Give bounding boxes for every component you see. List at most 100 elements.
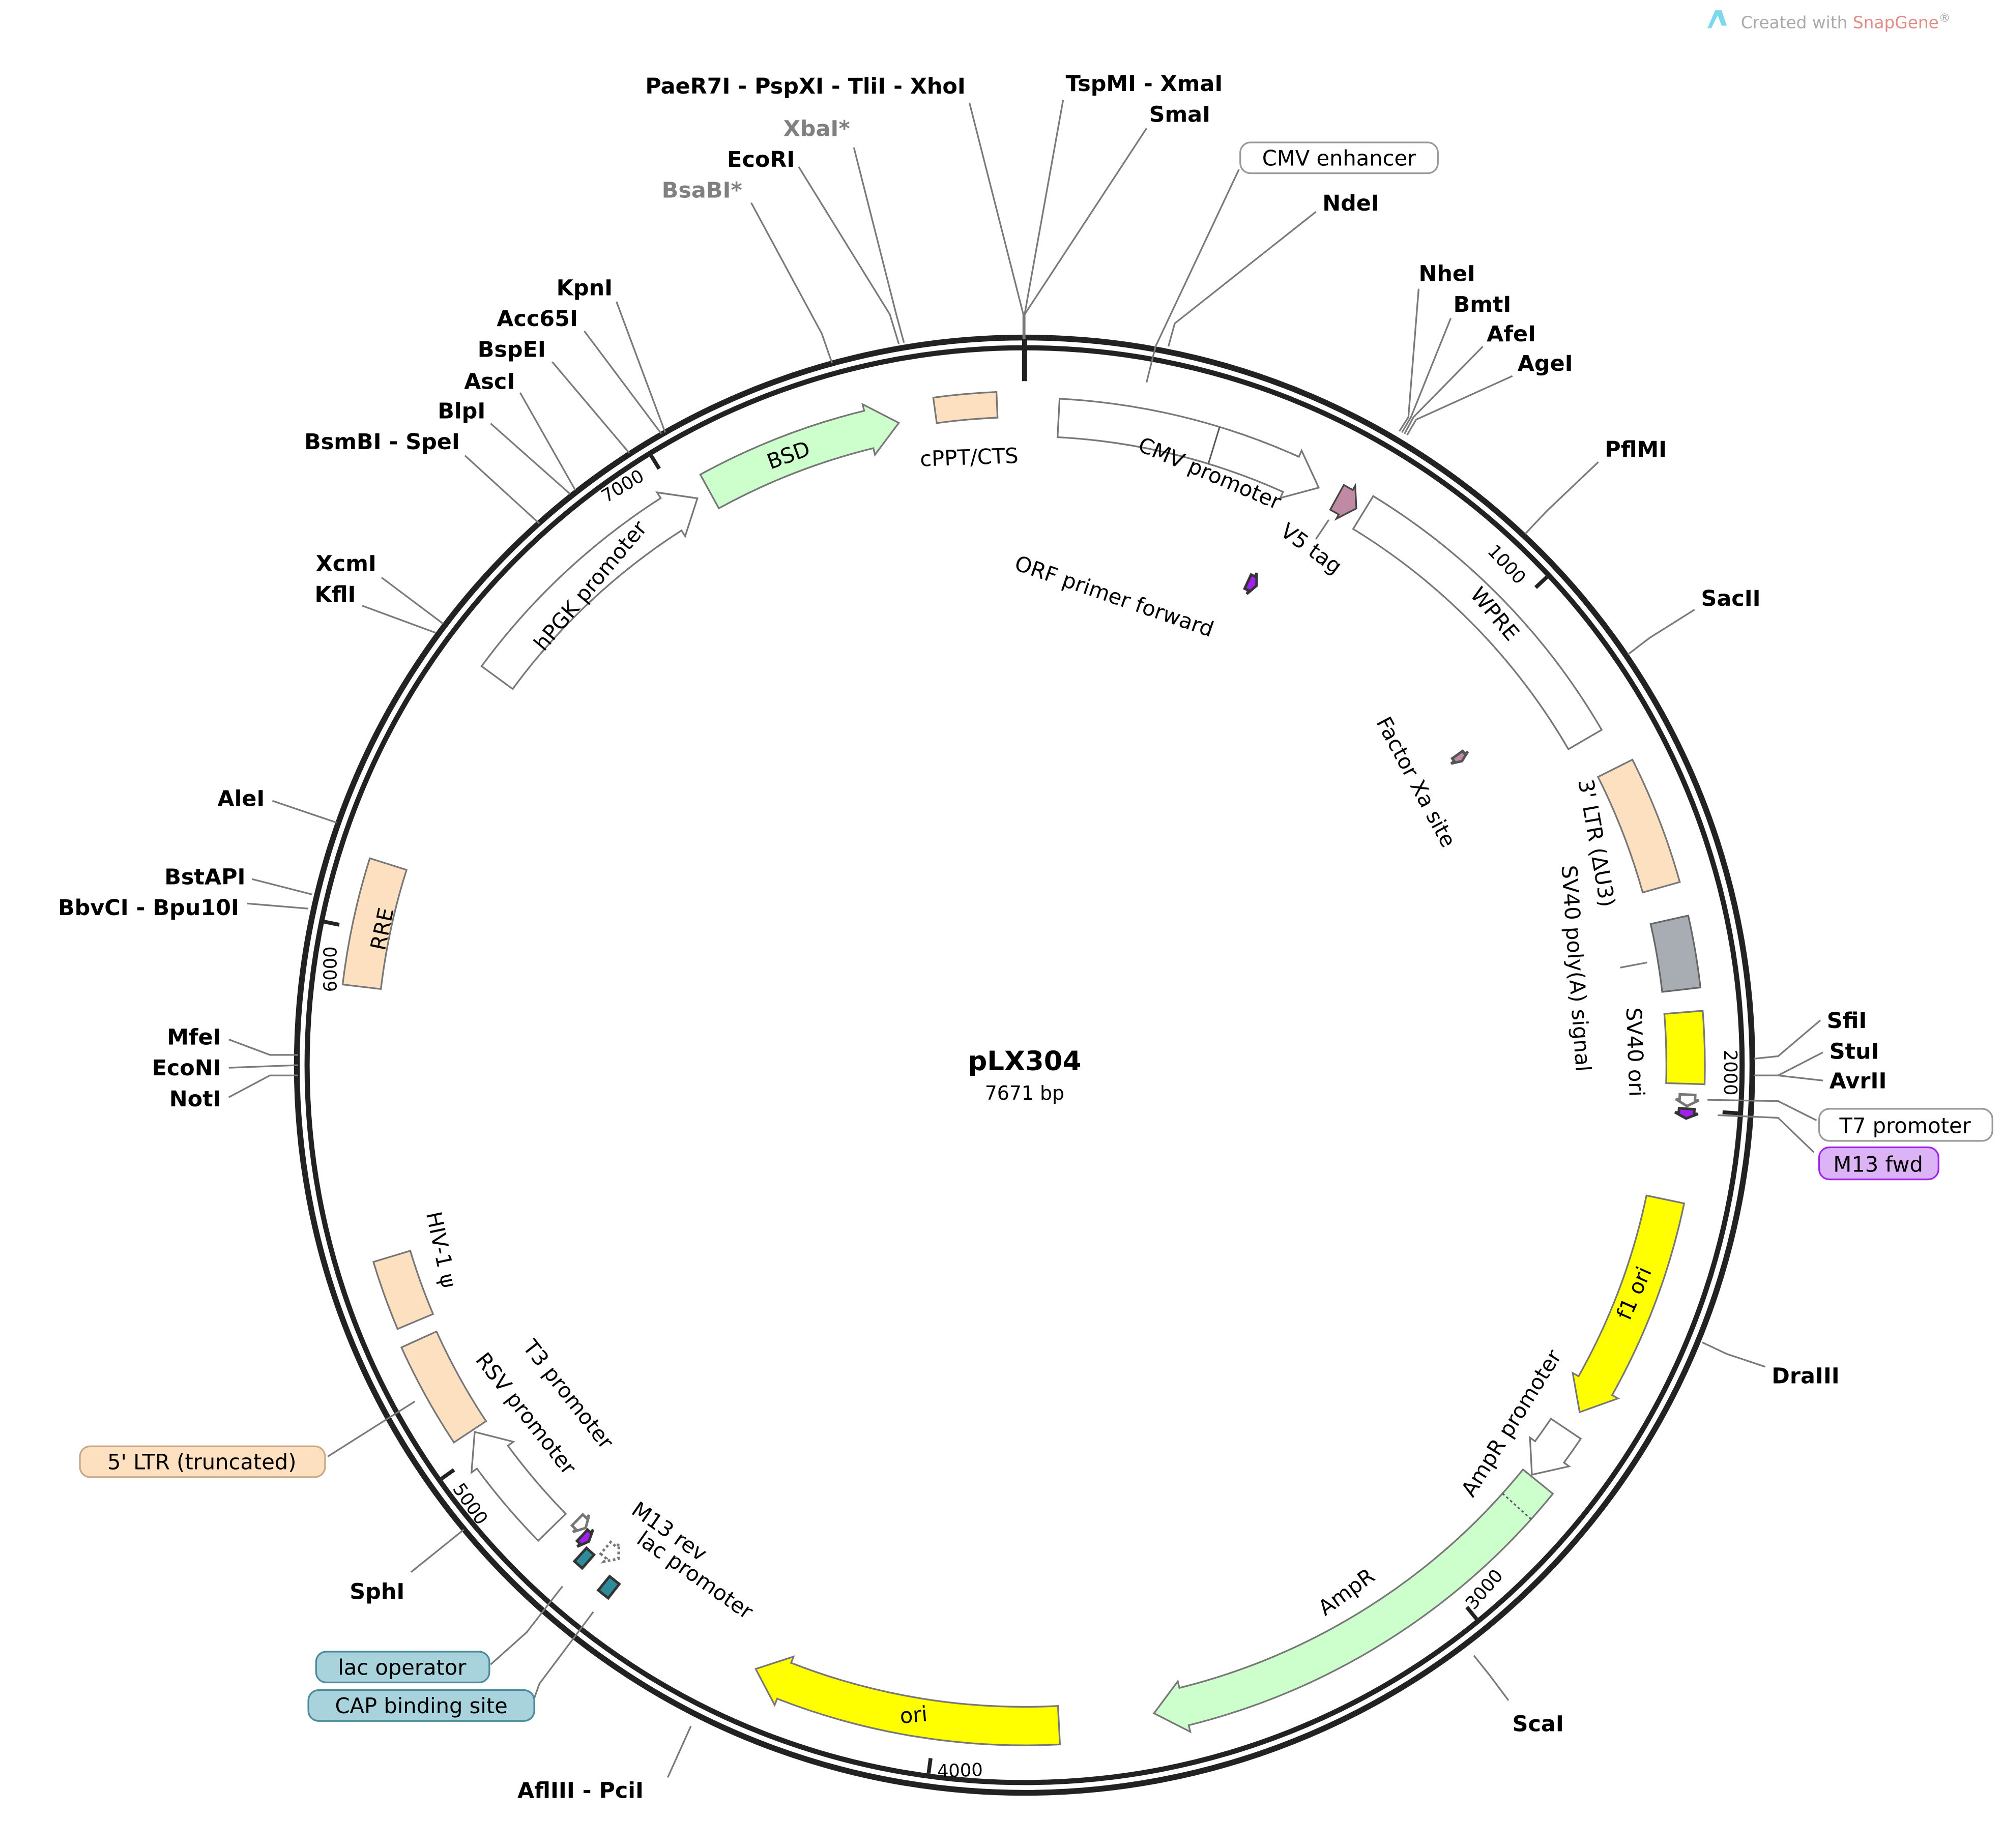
site-econi[interactable]: EcoNI (152, 1055, 221, 1081)
feature-t3-promoter[interactable] (570, 1512, 591, 1533)
site-bmti[interactable]: BmtI (1454, 292, 1512, 317)
label-sv40-polya[interactable]: SV40 poly(A) signal (1556, 864, 1595, 1072)
feature-orf-primer-forward[interactable] (1243, 572, 1258, 595)
label-hpgk-promoter[interactable]: hPGK promoter (529, 515, 652, 655)
site-bspei[interactable]: BspEI (478, 337, 546, 362)
callout-m13-fwd-text: M13 fwd (1833, 1152, 1923, 1177)
site-xhoi-group[interactable]: PaeR7I - PspXI - TliI - XhoI (645, 74, 966, 99)
label-sv40-ori[interactable]: SV40 ori (1621, 1007, 1649, 1097)
feature-v5-tag[interactable] (1329, 483, 1357, 521)
callout-t7-promoter-text: T7 promoter (1839, 1113, 1971, 1138)
leader-xmai (1024, 100, 1064, 339)
feature-hiv-1[interactable] (372, 1249, 434, 1330)
feature-t7-promoter[interactable] (1675, 1093, 1700, 1108)
feature-sv40-poly-a-signal[interactable] (1649, 914, 1702, 993)
callout-cap-binding-site[interactable]: CAP binding site (307, 1689, 535, 1722)
site-ndei[interactable]: NdeI (1322, 191, 1379, 216)
callout-m13-fwd[interactable]: M13 fwd (1818, 1146, 1939, 1181)
site-agei[interactable]: AgeI (1518, 351, 1573, 376)
site-pflmi[interactable]: PflMI (1605, 437, 1667, 462)
site-noti[interactable]: NotI (169, 1087, 221, 1112)
feature-ori[interactable] (754, 1655, 1061, 1746)
tick-label-6000: 6000 (321, 946, 341, 992)
feature-f1-ori[interactable] (1572, 1194, 1686, 1414)
leader-sfii (1753, 1019, 1821, 1060)
site-xbai[interactable]: XbaI* (783, 116, 850, 141)
site-sphi[interactable]: SphI (350, 1579, 404, 1605)
site-stui[interactable]: StuI (1830, 1039, 1879, 1064)
site-smai[interactable]: SmaI (1149, 102, 1210, 128)
feature-m13-fwd[interactable] (1674, 1107, 1699, 1120)
site-bstapi[interactable]: BstAPI (164, 864, 245, 890)
leader-ltr5 (327, 1400, 416, 1457)
site-sfii[interactable]: SfiI (1827, 1008, 1867, 1034)
leader-bbvci (246, 902, 309, 910)
feature-cppt-cts[interactable] (932, 391, 999, 424)
feature-sv40-ori[interactable] (1663, 1010, 1706, 1086)
snapgene-logo-icon (1707, 10, 1727, 28)
label-ori[interactable]: ori (899, 1702, 928, 1729)
leader-smai (1024, 128, 1147, 339)
site-bsmbi-spei[interactable]: BsmBI - SpeI (304, 429, 460, 455)
label-factor-xa-site[interactable]: Factor Xa site (1372, 713, 1461, 852)
feature-divider (1207, 426, 1221, 464)
leader-scai (1473, 1655, 1509, 1701)
feature-cmv-promoter[interactable] (1056, 398, 1320, 500)
callout-lac-operator[interactable]: lac operator (315, 1651, 490, 1684)
feature-factor-xa-site[interactable] (1450, 749, 1469, 765)
site-ecori[interactable]: EcoRI (727, 147, 795, 172)
feature-ampr[interactable] (1152, 1468, 1554, 1734)
site-alei[interactable]: AleI (217, 786, 265, 811)
site-xmai-group[interactable]: TspMI - XmaI (1066, 71, 1223, 97)
leader-alei (272, 800, 337, 824)
site-xcmi[interactable]: XcmI (316, 551, 376, 577)
site-mfei[interactable]: MfeI (167, 1025, 221, 1050)
site-scai[interactable]: ScaI (1513, 1711, 1564, 1737)
label-orf-primer-forward[interactable]: ORF primer forward (1011, 550, 1217, 642)
leader-bstapi (251, 878, 313, 896)
site-asci[interactable]: AscI (464, 369, 515, 394)
callout-t7-promoter[interactable]: T7 promoter (1818, 1108, 1993, 1142)
callout-cmv-enhancer[interactable]: CMV enhancer (1239, 141, 1439, 174)
feature-5-ltr-truncated[interactable] (400, 1330, 487, 1444)
feature-3-ltr-u3[interactable] (1596, 758, 1681, 894)
site-sacii[interactable]: SacII (1701, 586, 1760, 611)
feature-m13-rev[interactable] (575, 1528, 595, 1548)
tick-label-4000: 4000 (937, 1759, 983, 1782)
feature-rre[interactable] (341, 857, 408, 990)
callout-cmv-enhancer-text: CMV enhancer (1262, 145, 1416, 170)
leader-xcmi (381, 577, 444, 625)
feature-lac-operator[interactable] (572, 1546, 596, 1570)
tick-mark-4000 (926, 1758, 933, 1774)
site-avrii[interactable]: AvrII (1830, 1068, 1887, 1094)
feature-ampr-promoter[interactable] (1529, 1417, 1582, 1476)
leader-xbai (853, 147, 905, 343)
label-v5-tag[interactable]: V5 tag (1276, 518, 1347, 579)
site-kfli[interactable]: KflI (315, 582, 356, 607)
site-blpi[interactable]: BlpI (438, 398, 485, 424)
label-cppt-cts[interactable]: cPPT/CTS (919, 443, 1019, 472)
site-nhei[interactable]: NheI (1418, 261, 1475, 287)
feature-rsv-promoter[interactable] (470, 1431, 567, 1542)
site-kpni[interactable]: KpnI (557, 275, 613, 301)
label-hiv-psi[interactable]: HIV-1 ψ (421, 1210, 461, 1290)
feature-wpre[interactable] (1352, 495, 1603, 751)
site-draiii[interactable]: DraIII (1772, 1364, 1840, 1389)
leader-stui (1753, 1051, 1823, 1076)
restriction-sites: PaeR7I - PspXI - TliI - XhoI TspMI - Xma… (58, 71, 1886, 1803)
leader-avrii (1753, 1074, 1823, 1081)
feature-bsd[interactable] (699, 402, 901, 510)
site-afei[interactable]: AfeI (1487, 321, 1536, 347)
site-afliii-pcii[interactable]: AflIII - PciI (517, 1778, 644, 1804)
feature-lac-promoter[interactable] (599, 1540, 621, 1564)
site-bbvci-bpu10i[interactable]: BbvCI - Bpu10I (58, 895, 239, 921)
site-bsabi[interactable]: BsaBI* (662, 178, 742, 203)
callout-5-ltr[interactable]: 5' LTR (truncated) (79, 1445, 326, 1478)
feature-cap-binding-site[interactable] (596, 1574, 621, 1600)
feature-hpgk-promoter[interactable] (480, 491, 699, 690)
site-acc65i[interactable]: Acc65I (497, 306, 578, 332)
leader-v5 (1315, 519, 1330, 540)
tick-mark-2000 (1722, 1110, 1738, 1116)
leader-sv40-polya (1620, 961, 1647, 969)
